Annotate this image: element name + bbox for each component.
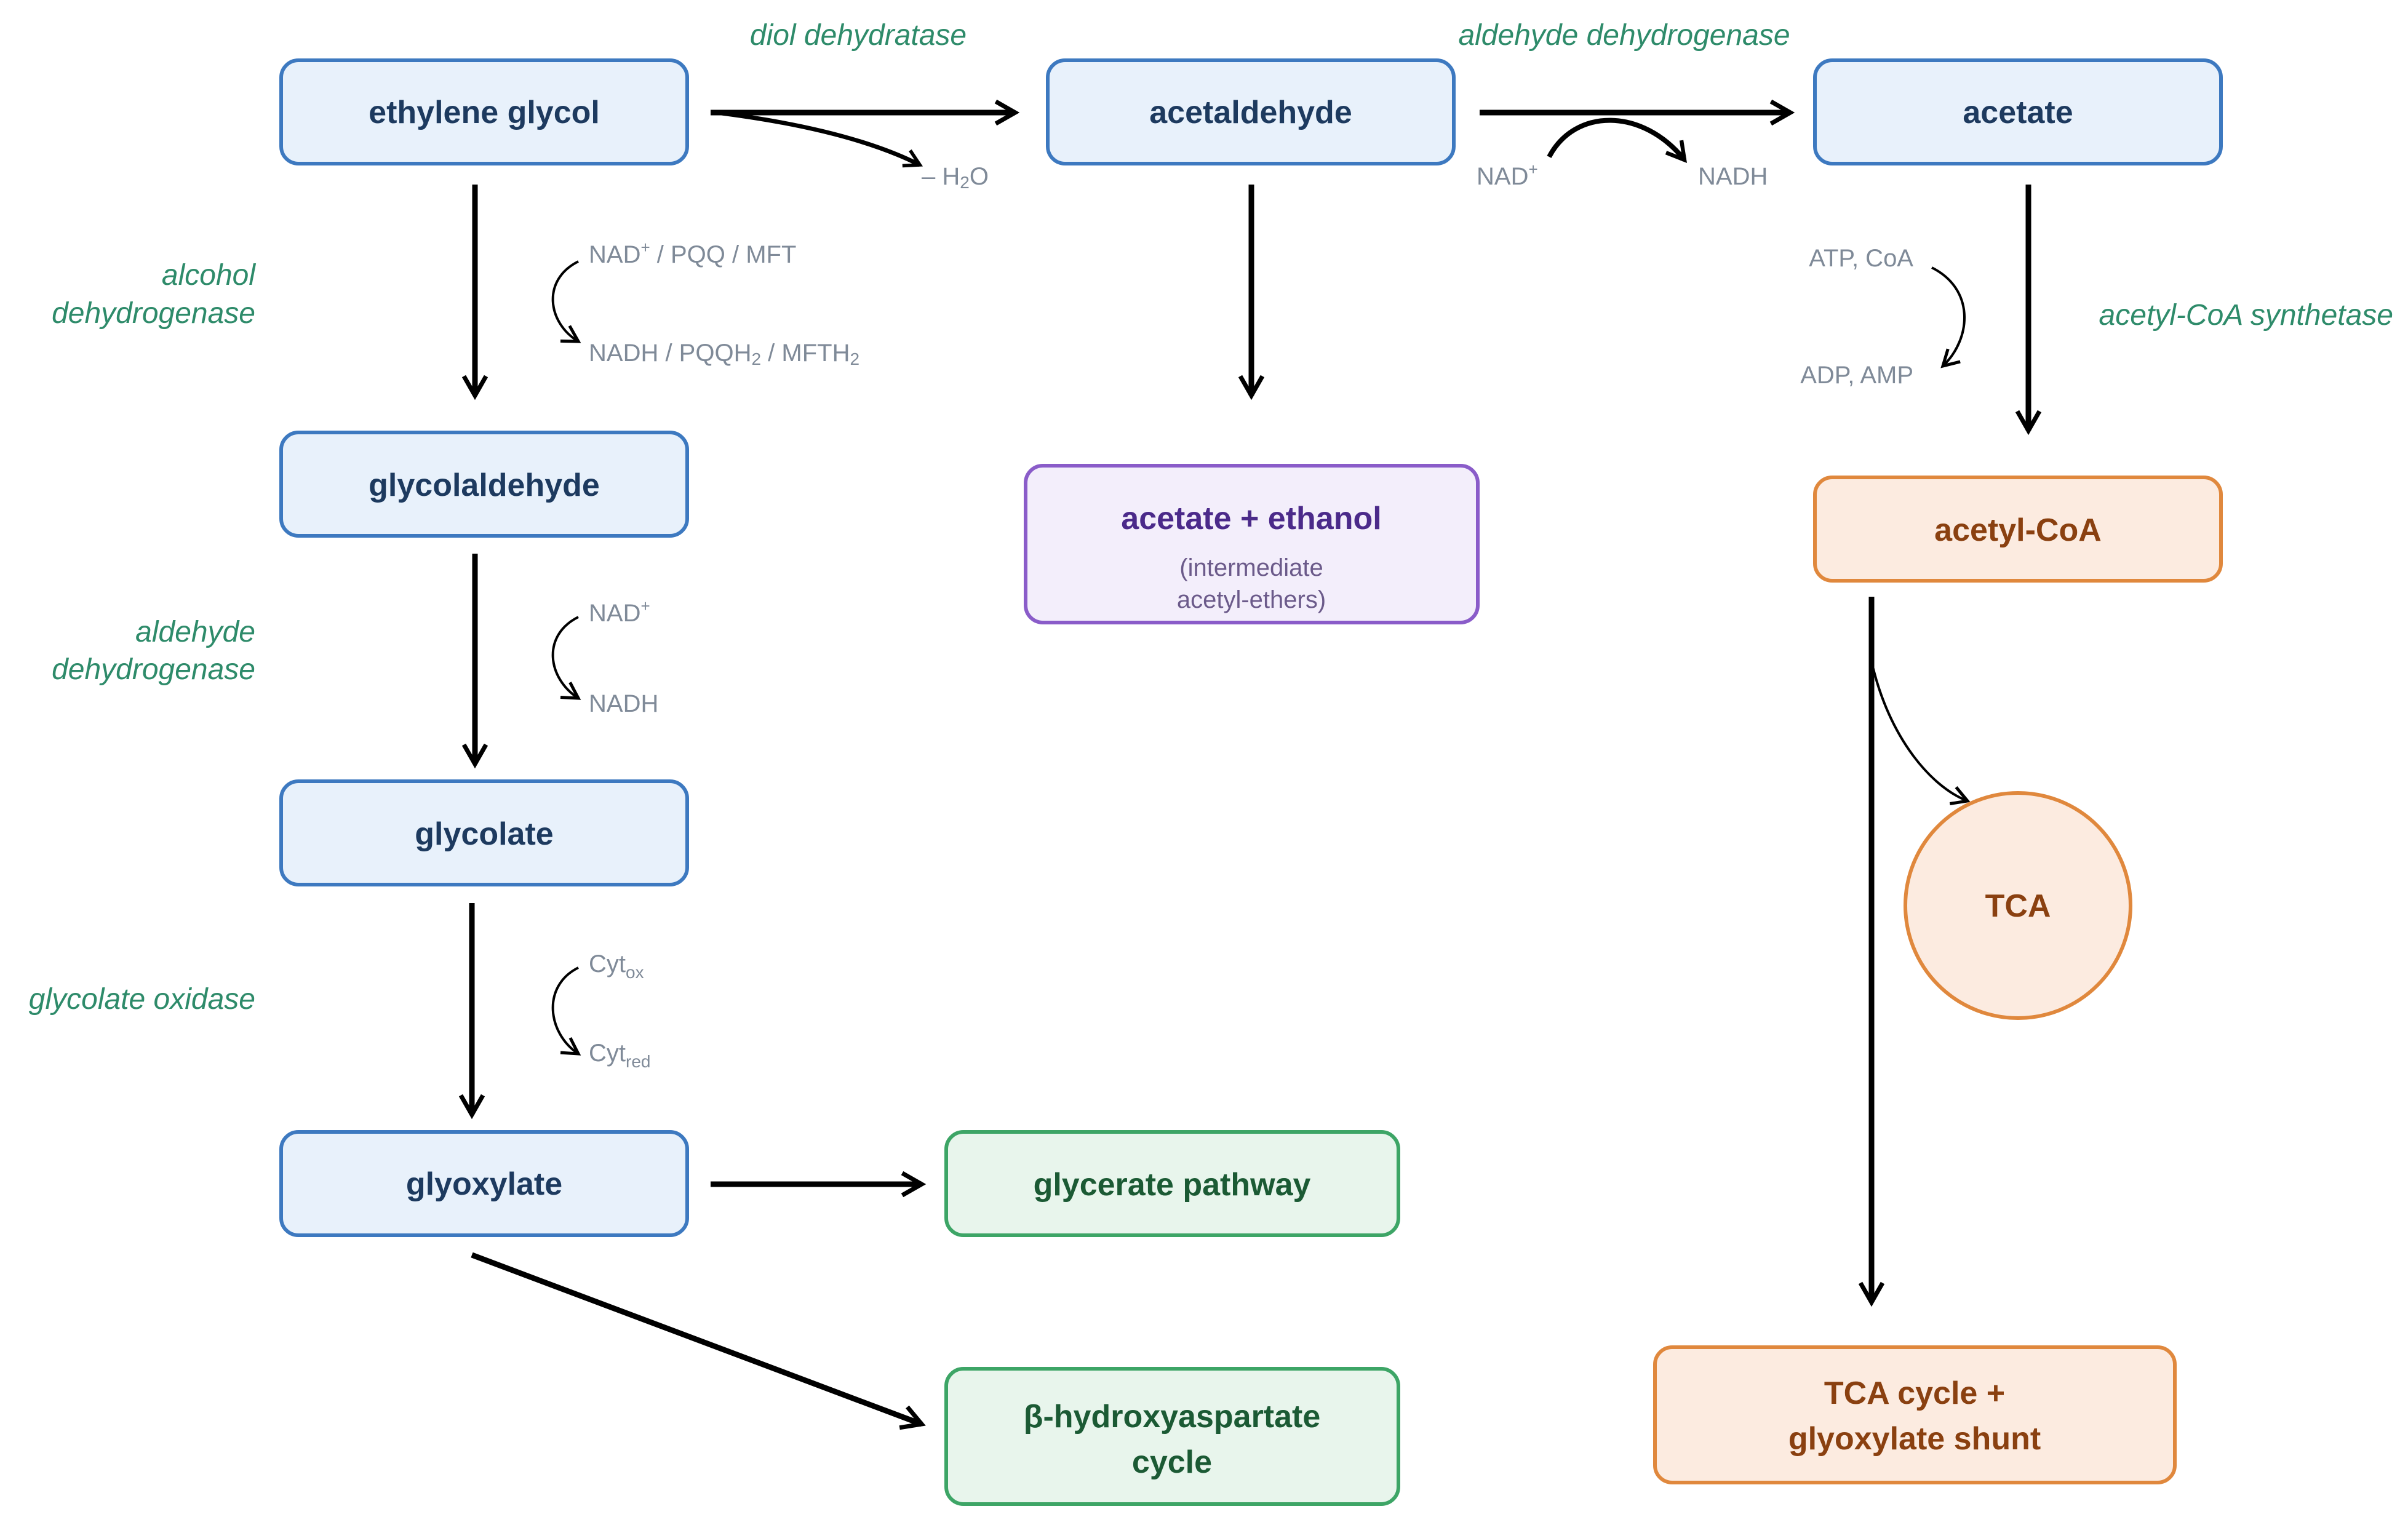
cofactor-labels: – H2O NAD+ NADH NAD+ / PQQ / MFT NADH / …	[589, 160, 1913, 1071]
node-beta-hydroxyaspartate-cycle: β-hydroxyaspartate cycle	[944, 1367, 1400, 1506]
node-label-line-2: cycle	[1132, 1444, 1212, 1480]
cofactor-nadh-top: NADH	[1698, 163, 1768, 190]
enzyme-aldehyde-dehydrogenase-line-2: dehydrogenase	[52, 653, 255, 686]
node-glycolaldehyde: glycolaldehyde	[279, 431, 689, 538]
arrows	[458, 99, 2042, 1430]
enzyme-aldehyde-dehydrogenase-top: aldehyde dehydrogenase	[1458, 19, 1790, 52]
arrow-water-release	[716, 110, 923, 168]
cofactor-alcohol-dh-in: NAD+ / PQQ / MFT	[589, 238, 796, 268]
node-label: acetaldehyde	[1149, 95, 1352, 130]
node-note-line-1: (intermediate	[1179, 554, 1323, 581]
enzyme-labels: diol dehydratase aldehyde dehydrogenase …	[29, 19, 2393, 1016]
node-label-line-1: TCA cycle +	[1824, 1376, 2005, 1411]
node-acetaldehyde: acetaldehyde	[1046, 58, 1456, 165]
node-label-line-2: glyoxylate shunt	[1788, 1421, 2041, 1457]
cofactor-atp-coa: ATP, CoA	[1809, 245, 1913, 272]
node-note-line-2: acetyl-ethers)	[1177, 586, 1326, 613]
enzyme-alcohol-dehydrogenase-line-2: dehydrogenase	[52, 297, 255, 330]
node-tca: TCA	[1904, 791, 2132, 1020]
node-label: acetate	[1963, 95, 2073, 130]
node-glycolate: glycolate	[279, 779, 689, 886]
curl-aldehyde-dh	[551, 616, 581, 700]
node-glycerate-pathway: glycerate pathway	[944, 1130, 1400, 1237]
enzyme-diol-dehydratase: diol dehydratase	[750, 19, 967, 52]
node-label: acetyl-CoA	[1934, 512, 2102, 548]
node-label: ethylene glycol	[369, 95, 600, 130]
node-label: glycolaldehyde	[369, 468, 600, 503]
cofactor-aldehyde-dh-in: NAD+	[589, 597, 650, 627]
enzyme-alcohol-dehydrogenase-line-1: alcohol	[162, 259, 256, 292]
node-label-line-1: β-hydroxyaspartate	[1024, 1399, 1321, 1435]
node-label: glyoxylate	[406, 1166, 562, 1202]
cofactor-cyt-red: Cytred	[589, 1040, 650, 1071]
node-label: glycolate	[415, 816, 553, 852]
node-acetate: acetate	[1813, 58, 2223, 165]
node-tca-glyoxylate-shunt: TCA cycle + glyoxylate shunt	[1653, 1345, 2177, 1484]
arrow-nad-to-nadh	[1547, 117, 1688, 164]
node-label: acetate + ethanol	[1121, 501, 1381, 536]
node-label: glycerate pathway	[1034, 1167, 1311, 1203]
enzyme-glycolate-oxidase: glycolate oxidase	[29, 983, 255, 1016]
node-glyoxylate: glyoxylate	[279, 1130, 689, 1237]
cofactor-nad-plus-top: NAD+	[1477, 160, 1538, 190]
cofactor-water: – H2O	[922, 163, 989, 192]
node-label: TCA	[1985, 888, 2051, 924]
cofactor-cyt-ox: Cytox	[589, 950, 644, 982]
node-acetate-ethanol: acetate + ethanol (intermediate acetyl-e…	[1024, 464, 1480, 624]
curl-glycolate-oxidase	[551, 966, 581, 1056]
enzyme-acetyl-coa-synthetase: acetyl-CoA synthetase	[2099, 299, 2393, 332]
curl-alcohol-dh	[551, 260, 581, 343]
node-ethylene-glycol: ethylene glycol	[279, 58, 689, 165]
curl-acetyl-coa-synthetase	[1931, 266, 1966, 368]
enzyme-aldehyde-dehydrogenase-line-1: aldehyde	[135, 616, 255, 648]
node-acetyl-coa: acetyl-CoA	[1813, 476, 2223, 583]
cofactor-adp-amp: ADP, AMP	[1800, 362, 1913, 389]
arrow-glyoxylate-to-bhap	[471, 1252, 926, 1430]
cofactor-aldehyde-dh-out: NADH	[589, 690, 658, 717]
cofactor-alcohol-dh-out: NADH / PQQH2 / MFTH2	[589, 340, 859, 368]
arrow-acetyl-coa-to-tca	[1870, 661, 1971, 805]
